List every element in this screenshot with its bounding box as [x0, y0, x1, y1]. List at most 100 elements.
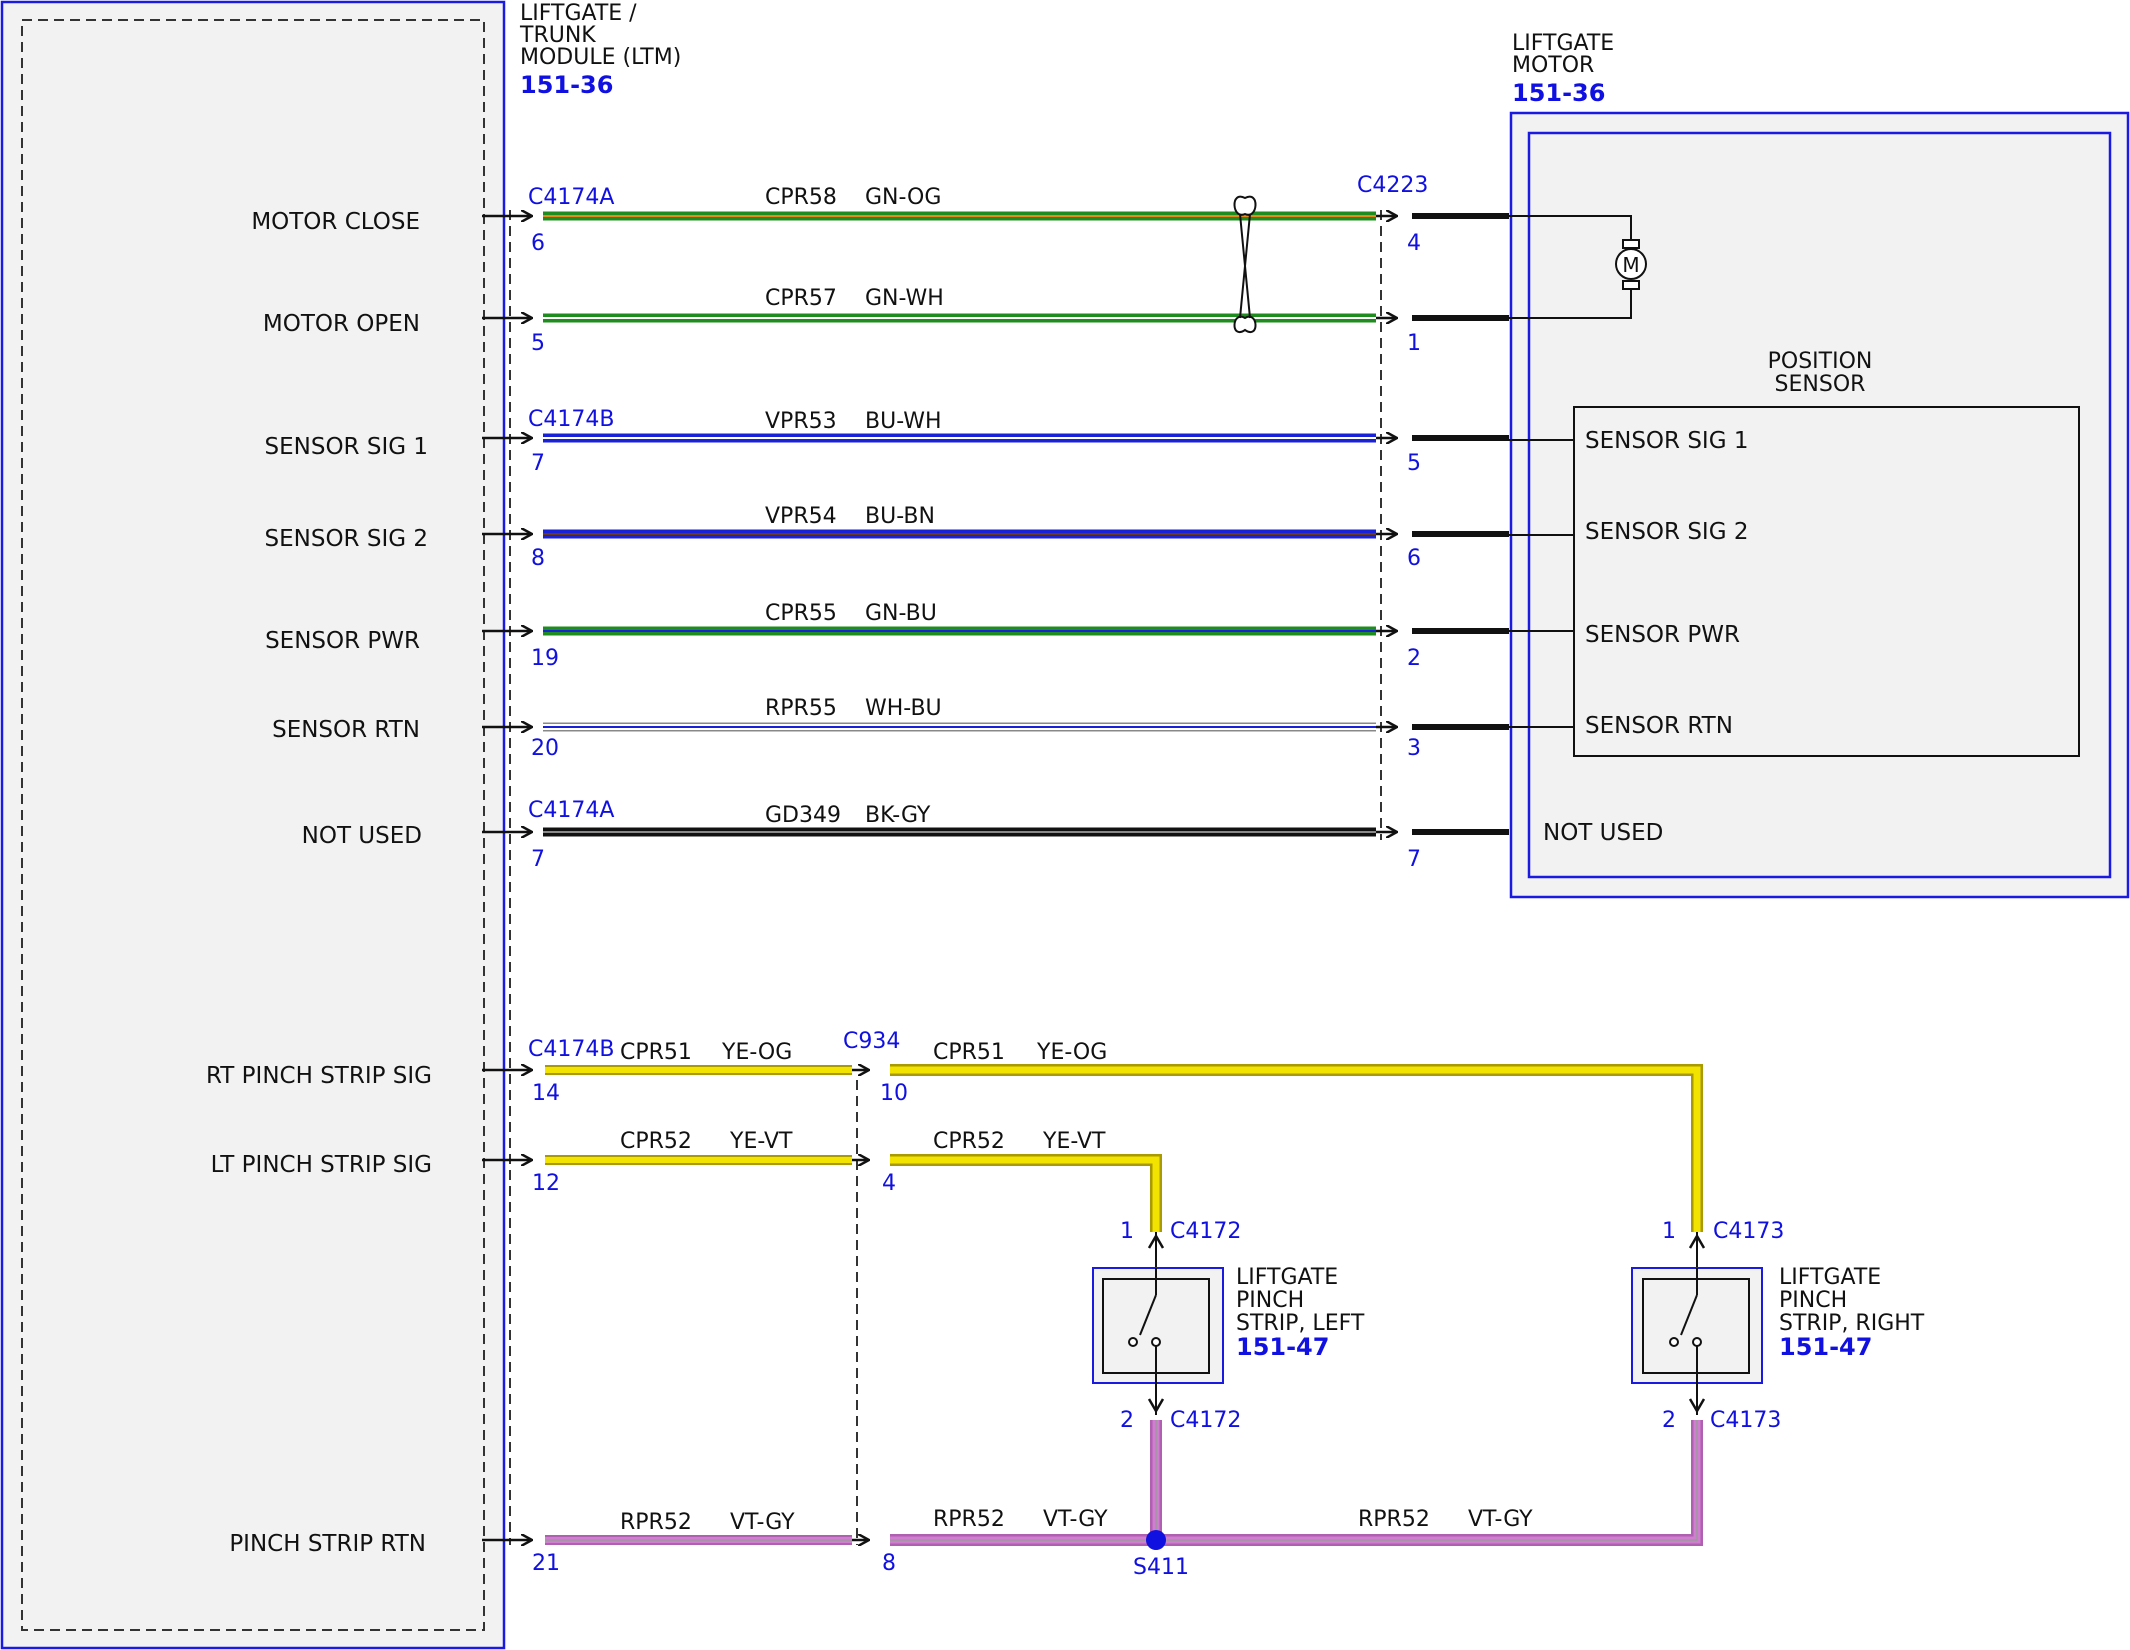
- sensor-pin-pwr: SENSOR PWR: [1585, 622, 1740, 648]
- ltm-inner-dashed-box: [21, 19, 485, 1631]
- sensor-pin-rtn: SENSOR RTN: [1585, 713, 1733, 739]
- wire-cpr57-motor-pin-label: 1: [1407, 331, 1421, 356]
- wire-cpr58-circuit-label: CPR58: [765, 185, 837, 210]
- position-sensor-title-1: POSITION: [1768, 349, 1873, 374]
- connector-c4172-bottom: C4172: [1170, 1408, 1241, 1433]
- wire-rt-circuit-a: CPR51: [620, 1040, 692, 1065]
- connector-c4173-top: C4173: [1713, 1219, 1784, 1244]
- wire-lt-color-a: YE-VT: [729, 1129, 793, 1154]
- wire-rtn-color-a: VT-GY: [730, 1510, 795, 1535]
- wire-rt-pinch-sig: [482, 1064, 1703, 1232]
- signal-motor-close: MOTOR CLOSE: [251, 209, 420, 235]
- wire-gd349-circuit-label: GD349: [765, 803, 841, 828]
- connector-c4174b-low: C4174B: [528, 1037, 614, 1062]
- ltm-outer-box: [0, 0, 506, 1650]
- pin-c4172-1: 1: [1120, 1219, 1134, 1244]
- wire-cpr55-circuit-label: CPR55: [765, 601, 837, 626]
- wire-vpr54-circuit-label: VPR54: [765, 504, 837, 529]
- signal-lt-pinch-strip-sig: LT PINCH STRIP SIG: [211, 1152, 432, 1178]
- motor-not-used: NOT USED: [1543, 820, 1663, 846]
- wire-rtn-color-b: VT-GY: [1043, 1507, 1108, 1532]
- signal-motor-open: MOTOR OPEN: [263, 311, 420, 337]
- position-sensor-box: [1573, 406, 2080, 757]
- wire-lt-circuit-b: CPR52: [933, 1129, 1005, 1154]
- wire-rtn-circuit-b: RPR52: [933, 1507, 1005, 1532]
- pinch-strip-right: LIFTGATE PINCH STRIP, RIGHT 151-47: [1631, 1232, 1925, 1415]
- pin-ltm-21: 21: [532, 1551, 560, 1576]
- ltm-title-line-2: TRUNK: [519, 23, 596, 48]
- ltm-module: [0, 0, 511, 1650]
- twisted-pair-icon: [1233, 195, 1257, 333]
- wire-lt-circuit-a: CPR52: [620, 1129, 692, 1154]
- signal-sensor-rtn: SENSOR RTN: [272, 717, 420, 743]
- motor-title-line-1: LIFTGATE: [1512, 31, 1614, 56]
- wire-vpr54-color-label: BU-BN: [865, 504, 935, 529]
- signal-rt-pinch-strip-sig: RT PINCH STRIP SIG: [206, 1063, 432, 1089]
- ltm-title-line-1: LIFTGATE /: [520, 1, 637, 26]
- pin-c4173-1: 1: [1662, 1219, 1676, 1244]
- motor-ref[interactable]: 151-36: [1512, 79, 1605, 107]
- signal-sensor-sig-2: SENSOR SIG 2: [265, 526, 428, 552]
- connector-c4173-bottom: C4173: [1710, 1408, 1781, 1433]
- wire-cpr58-ltm-pin-label: 6: [531, 231, 545, 256]
- wire-lt-color-b: YE-VT: [1042, 1129, 1106, 1154]
- wire-cpr57-color-label: GN-WH: [865, 286, 944, 311]
- pinch-right-title-2: PINCH: [1779, 1288, 1847, 1313]
- wire-rpr55-circuit-label: RPR55: [765, 696, 837, 721]
- connector-c4174a-low: C4174A: [528, 798, 614, 823]
- wire-lt-pinch-sig: [482, 1154, 1162, 1232]
- signal-sensor-sig-1: SENSOR SIG 1: [265, 434, 428, 460]
- wire-cpr58-color-label: GN-OG: [865, 185, 941, 210]
- pin-c934-10: 10: [880, 1081, 908, 1106]
- connector-c934: C934: [843, 1029, 900, 1054]
- ltm-title-line-3: MODULE (LTM): [520, 45, 681, 70]
- motor-inner-box: [1527, 131, 2112, 879]
- pinch-right-title-3: STRIP, RIGHT: [1779, 1311, 1925, 1336]
- wire-rt-color-b: YE-OG: [1036, 1040, 1107, 1065]
- liftgate-motor: LIFTGATE MOTOR 151-36 M POSITION SENSOR …: [1380, 31, 2130, 899]
- signal-pinch-strip-rtn: PINCH STRIP RTN: [229, 1531, 426, 1557]
- wire-rt-circuit-b: CPR51: [933, 1040, 1005, 1065]
- wire-rtn-circuit-c: RPR52: [1358, 1507, 1430, 1532]
- wire-vpr53-circuit-label: VPR53: [765, 409, 837, 434]
- motor-symbol-icon: M: [1509, 215, 1647, 319]
- wire-gd349-color-label: BK-GY: [865, 803, 931, 828]
- connector-c4174b-mid: C4174B: [528, 407, 614, 432]
- wire-rt-color-a: YE-OG: [721, 1040, 792, 1065]
- motor-symbol-letter: M: [1622, 253, 1639, 277]
- wire-cpr55-color-label: GN-BU: [865, 601, 937, 626]
- pinch-right-title-1: LIFTGATE: [1779, 1265, 1881, 1290]
- splice-s411-label: S411: [1133, 1555, 1189, 1580]
- pinch-strip-left: LIFTGATE PINCH STRIP, LEFT 151-47: [1092, 1232, 1365, 1415]
- ltm-title: LIFTGATE / TRUNK MODULE (LTM) 151-36: [519, 1, 681, 99]
- sensor-pin-sig-2: SENSOR SIG 2: [1585, 519, 1748, 545]
- position-sensor: POSITION SENSOR SENSOR SIG 1 SENSOR SIG …: [1509, 349, 2080, 757]
- ltm-signal-labels: MOTOR CLOSE MOTOR OPEN SENSOR SIG 1 SENS…: [206, 209, 432, 1557]
- pinch-left-title-1: LIFTGATE: [1236, 1265, 1338, 1290]
- pin-c4172-2: 2: [1120, 1408, 1134, 1433]
- wire-rpr55-color-label: WH-BU: [865, 696, 942, 721]
- connector-c4174a-top: C4174A: [528, 185, 614, 210]
- wire-rtn-color-c: VT-GY: [1468, 1507, 1533, 1532]
- motor-title-line-2: MOTOR: [1512, 53, 1594, 78]
- wire-gd349-ltm-pin-label: 7: [531, 847, 545, 872]
- wire-cpr57-ltm-pin-label: 5: [531, 331, 545, 356]
- pinch-left-title-3: STRIP, LEFT: [1236, 1311, 1365, 1336]
- wire-rpr55-ltm-pin-label: 20: [531, 736, 559, 761]
- pin-ltm-14: 14: [532, 1081, 560, 1106]
- pinch-right-ref[interactable]: 151-47: [1779, 1333, 1872, 1361]
- wire-vpr54-motor-pin-label: 6: [1407, 546, 1421, 571]
- signal-not-used: NOT USED: [302, 823, 422, 849]
- pinch-left-title-2: PINCH: [1236, 1288, 1304, 1313]
- wire-rtn-circuit-a: RPR52: [620, 1510, 692, 1535]
- ltm-ref[interactable]: 151-36: [520, 71, 613, 99]
- wire-vpr53-ltm-pin-label: 7: [531, 451, 545, 476]
- wire-vpr53-color-label: BU-WH: [865, 409, 942, 434]
- pin-c934-4: 4: [882, 1171, 896, 1196]
- wire-cpr55-ltm-pin-label: 19: [531, 646, 559, 671]
- position-sensor-title-2: SENSOR: [1775, 372, 1866, 397]
- wire-cpr58-motor-pin-label: 4: [1407, 231, 1421, 256]
- pinch-left-ref[interactable]: 151-47: [1236, 1333, 1329, 1361]
